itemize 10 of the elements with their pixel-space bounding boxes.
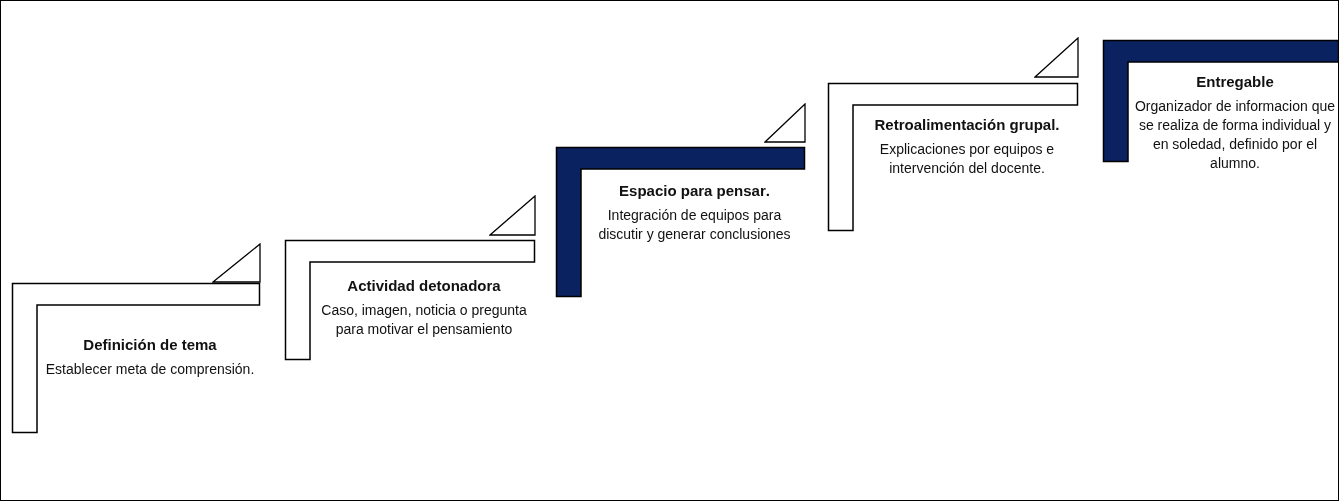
step-description: Establecer meta de comprensión. xyxy=(44,360,256,379)
step-title: Definición de tema xyxy=(82,335,218,354)
step-description: Explicaciones por equipos e intervención del docente. xyxy=(878,140,1056,178)
step-description: Caso, imagen, noticia o pregunta para motivar el pensamiento xyxy=(320,301,528,339)
step-title: Entregable xyxy=(1195,72,1275,91)
step-description: Integración de equipos para discutir y generar conclusiones xyxy=(597,206,792,244)
step-description: Organizador de informacion que se realiza de forma individual y en soledad, definido por el alumno. xyxy=(1134,97,1336,173)
step-title: Actividad detonadora xyxy=(346,276,502,295)
step-title: Retroalimentación grupal. xyxy=(873,115,1061,134)
step-title: Espacio para pensar. xyxy=(618,181,771,200)
